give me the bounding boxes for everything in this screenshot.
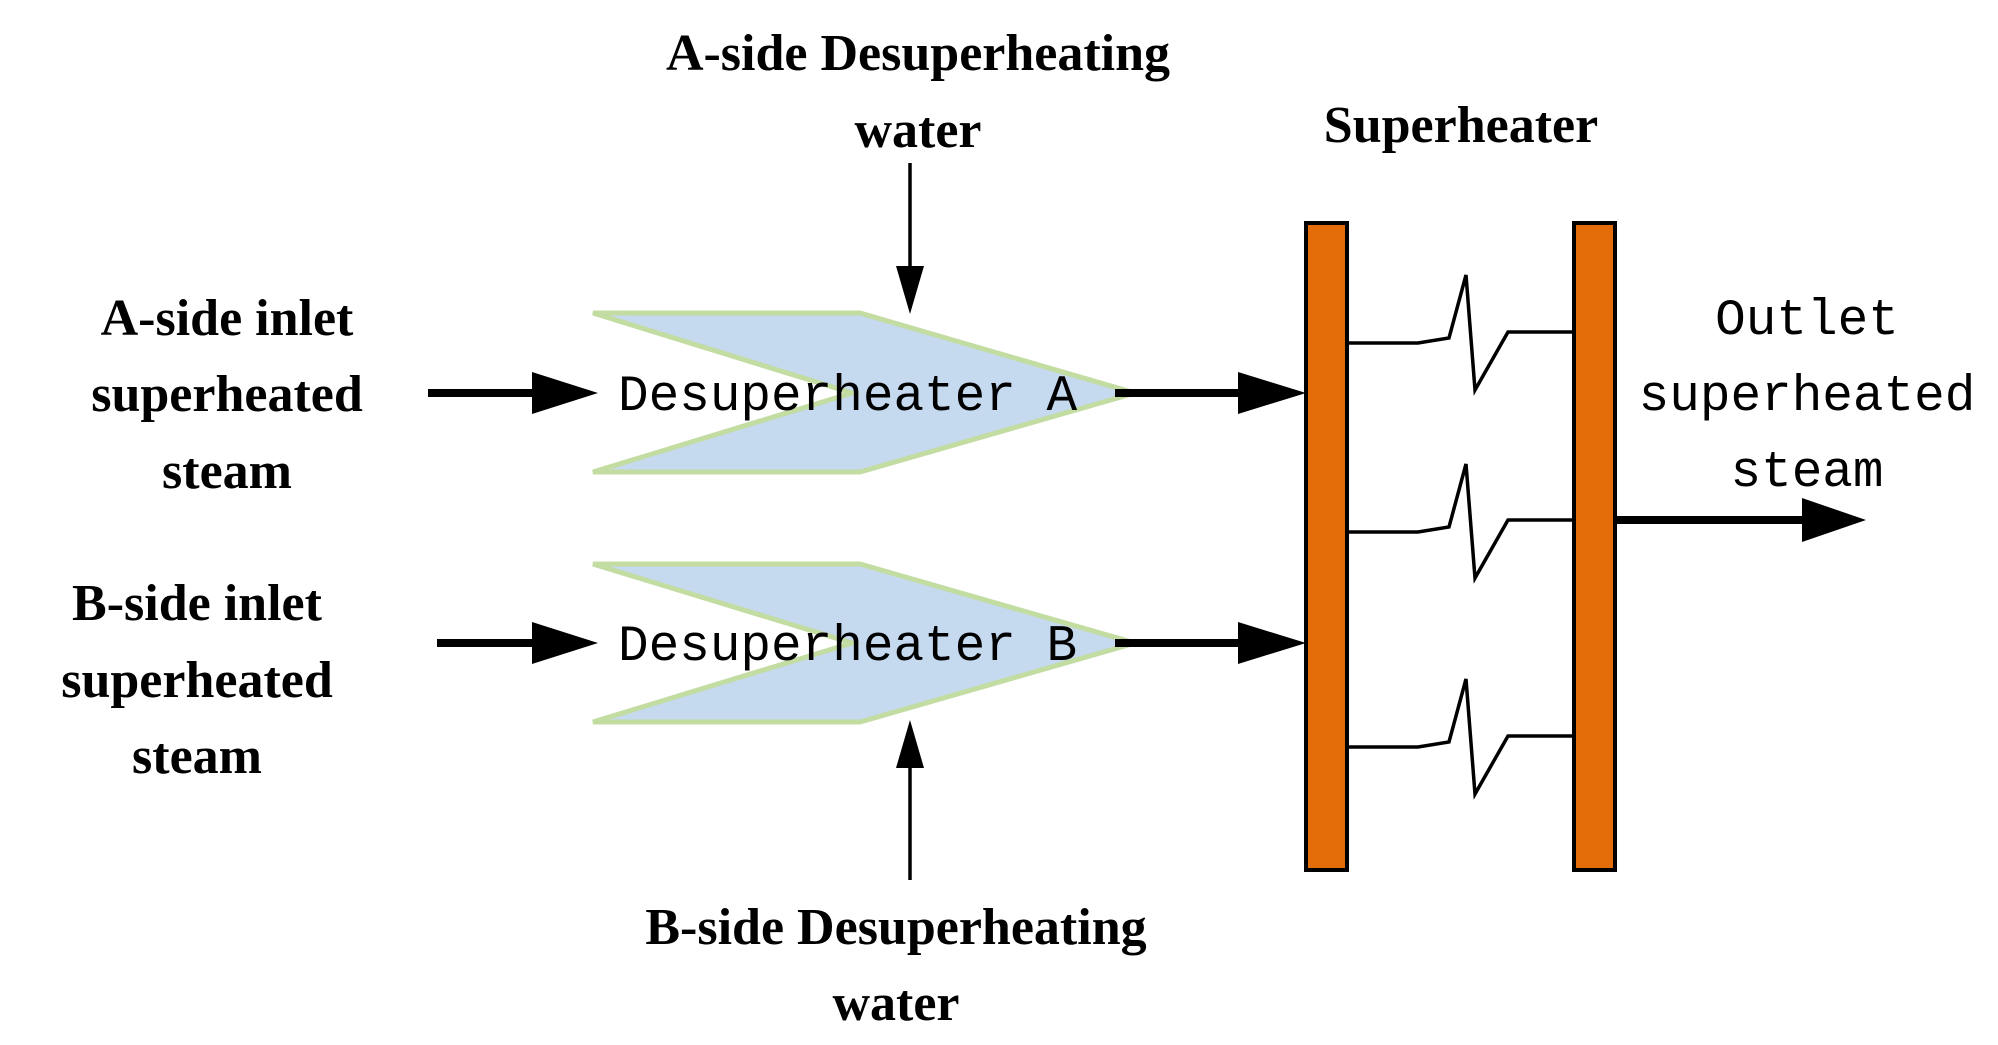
superheater-tube-middle <box>1346 463 1575 584</box>
superheater-tube-bottom <box>1346 678 1575 800</box>
outlet-label-line3: steam <box>1730 445 1883 502</box>
desuperheater-b-label: Desuperheater B <box>618 619 1077 676</box>
a-water-label-line2: water <box>854 102 981 159</box>
desuperheater-b-shape <box>592 561 1145 725</box>
a-water-arrow <box>896 163 924 314</box>
b-inlet-label-line3: steam <box>132 728 262 785</box>
b-inlet-label-line1: B-side inlet <box>72 575 323 632</box>
superheater-tube-top <box>1346 274 1575 396</box>
a-water-label-line1: A-side Desuperheating <box>666 25 1170 82</box>
superheater-outlet-header <box>1572 221 1617 872</box>
superheater-inlet-header <box>1304 221 1349 872</box>
b-water-label-line1: B-side Desuperheating <box>645 899 1146 956</box>
outlet-label-line1: Outlet <box>1715 293 1899 350</box>
b-water-label-line2: water <box>832 975 959 1032</box>
a-inlet-arrow <box>428 372 598 414</box>
b-inlet-arrow <box>437 622 598 664</box>
a-inlet-label-line3: steam <box>162 443 292 500</box>
a-inlet-label-line1: A-side inlet <box>101 290 354 347</box>
desuperheater-b-outlet-arrow <box>1115 622 1306 664</box>
desuperheater-a-shape <box>592 310 1145 475</box>
a-inlet-label-line2: superheated <box>91 366 363 423</box>
b-water-arrow <box>896 720 924 880</box>
desuperheater-a-outlet-arrow <box>1115 372 1306 414</box>
superheater-label: Superheater <box>1324 97 1598 154</box>
outlet-label-line2: superheated <box>1639 369 1976 426</box>
b-inlet-label-line2: superheated <box>61 652 333 709</box>
desuperheater-a-label: Desuperheater A <box>618 369 1077 426</box>
outlet-arrow <box>1615 498 1866 542</box>
